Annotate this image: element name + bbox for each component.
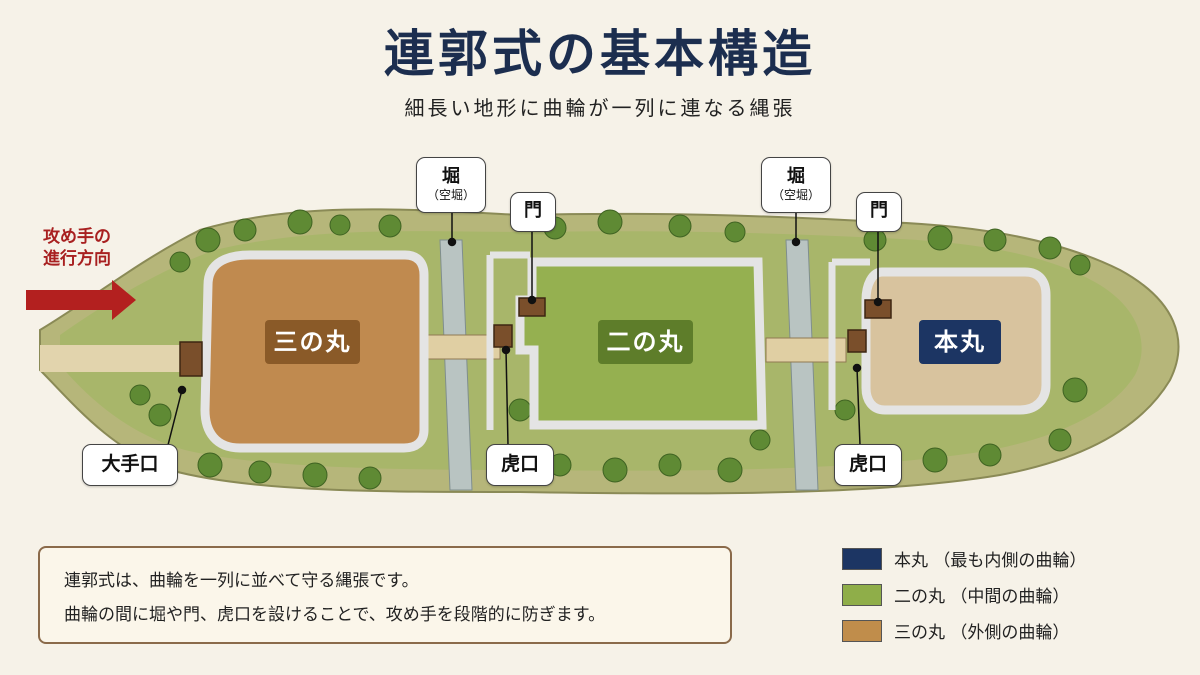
- gate-building-koguchi-2: [847, 329, 867, 353]
- explanation-line-1: 連郭式は、曲輪を一列に並べて守る縄張です。: [64, 571, 419, 591]
- explanation-line-2: 曲輪の間に堀や門、虎口を設けることで、攻め手を段階的に防ぎます。: [64, 605, 606, 625]
- moat-callout-2: 堀 （空堀）: [761, 157, 831, 213]
- moat-callout-1: 堀 （空堀）: [416, 157, 486, 213]
- moat-2: [785, 239, 819, 491]
- legend-item-ninomaru: 二の丸 （中間の曲輪）: [842, 576, 1172, 612]
- gate-building-ote: [179, 341, 203, 377]
- gate-callout-2: 門: [856, 192, 902, 232]
- ote-callout: 大手口: [82, 444, 178, 486]
- leader-lines: [167, 213, 883, 446]
- entrance-path: [40, 345, 190, 372]
- attacker-arrow: [26, 280, 136, 320]
- legend-swatch-sannomaru: [842, 620, 882, 642]
- koguchi-wall-2: [828, 258, 870, 410]
- attacker-line-1: 攻め手の: [43, 227, 111, 247]
- explanation-box: 連郭式は、曲輪を一列に並べて守る縄張です。 曲輪の間に堀や門、虎口を設けることで…: [38, 546, 732, 644]
- moat-2-sub: （空堀）: [771, 188, 820, 202]
- legend-item-honmaru: 本丸 （最も内側の曲輪）: [842, 540, 1172, 576]
- gate-building-koguchi-1: [493, 324, 513, 348]
- koguchi-callout-1: 虎口: [486, 444, 554, 486]
- sannomaru-label: 三の丸: [265, 320, 360, 364]
- honmaru-label: 本丸: [919, 320, 1001, 364]
- legend-label-ninomaru: 二の丸 （中間の曲輪）: [894, 587, 1070, 607]
- attacker-line-2: 進行方向: [43, 249, 111, 269]
- koguchi-wall-1: [486, 251, 530, 430]
- gate-callout-1: 門: [510, 192, 556, 232]
- page-title: 連郭式の基本構造: [384, 24, 816, 83]
- legend: 本丸 （最も内側の曲輪） 二の丸 （中間の曲輪） 三の丸 （外側の曲輪）: [842, 540, 1172, 648]
- legend-label-honmaru: 本丸 （最も内側の曲輪）: [894, 551, 1087, 571]
- legend-swatch-honmaru: [842, 548, 882, 570]
- page-subtitle: 細長い地形に曲輪が一列に連なる縄張: [404, 96, 796, 120]
- trees: [129, 209, 1091, 490]
- legend-label-sannomaru: 三の丸 （外側の曲輪）: [894, 623, 1070, 643]
- koguchi-callout-2: 虎口: [834, 444, 902, 486]
- moat-1-main: 堀: [442, 166, 460, 187]
- attacker-direction-label: 攻め手の 進行方向: [22, 226, 132, 270]
- legend-swatch-ninomaru: [842, 584, 882, 606]
- ninomaru-label: 二の丸: [598, 320, 693, 364]
- moat-2-main: 堀: [787, 166, 805, 187]
- moat-1-sub: （空堀）: [426, 188, 475, 202]
- legend-item-sannomaru: 三の丸 （外側の曲輪）: [842, 612, 1172, 648]
